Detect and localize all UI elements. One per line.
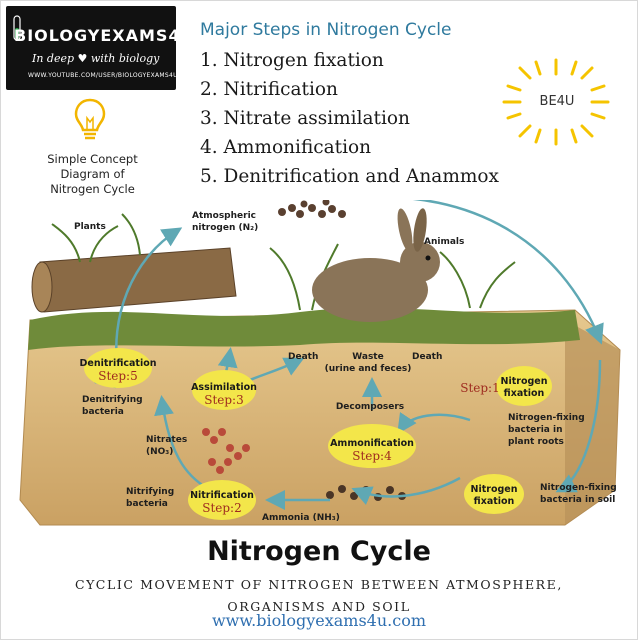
steps-list: 1. Nitrogen fixation 2. Nitrification 3.… [200,46,499,191]
node-assimilation-label: Assimilation [191,382,257,393]
step-item-4: 4. Ammonification [200,137,372,158]
subtitle-line-1: CYCLIC MOVEMENT OF NITROGEN BETWEEN ATMO… [75,577,563,592]
subtitle: CYCLIC MOVEMENT OF NITROGEN BETWEEN ATMO… [60,574,578,618]
rabbit-illustration [312,208,440,322]
node-ammonification-label: Ammonification [330,438,414,449]
label-denitrifying-1: Denitrifying [82,395,143,405]
step-label-3: Step:3 [204,393,244,407]
droppings-top [278,200,346,218]
concept-note: Simple Concept Diagram of Nitrogen Cycle [30,152,155,197]
step-label-2: Step:2 [202,501,242,515]
label-nfb-roots-1: Nitrogen-fixing [508,413,585,423]
website-link[interactable]: www.biologyexams4u.com [211,611,427,630]
logo-channel-url: WWW.YOUTUBE.COM/USER/BIOLOGYEXAMS4U [28,72,178,79]
label-nfb-roots-2: bacteria in [508,425,562,435]
step-label-1: Step:1 [460,381,500,395]
label-atmospheric-1: Atmospheric [192,211,256,221]
label-nfb-soil-1: Nitrogen-fixing [540,483,617,493]
be4u-badge: BE4U [539,94,575,109]
label-nfb-soil-2: bacteria in soil [540,495,615,505]
lightbulb-icon [74,98,106,140]
sun-icon [502,58,610,146]
soil-side [565,320,620,525]
arrow-atmosphere-to-fixation [412,200,604,345]
node-fixation-soil [464,474,524,514]
arrow-soil-to-ammonia [351,476,461,505]
node-fixation-roots-line1: Nitrogen [501,376,548,387]
node-denitrification [84,348,152,388]
label-nfb-roots-3: plant roots [508,437,564,447]
step-item-1: 1. Nitrogen fixation [200,50,384,71]
log-end [31,261,53,313]
main-title: Nitrogen Cycle [207,536,431,567]
label-decomposers: Decomposers [336,402,404,412]
label-death-right: Death [412,352,442,362]
subtitle-line-2: ORGANISMS AND SOIL [227,599,411,614]
test-tube-icon [13,15,21,41]
node-nitrification-label: Nitrification [190,490,254,501]
step-label-5: Step:5 [98,369,138,383]
arrow-fixation-soil [555,359,602,493]
node-nitrification [188,480,256,520]
step-label-4: Step:4 [352,449,392,463]
fallen-log [39,247,237,313]
concept-line-3: Nitrogen Cycle [50,182,135,196]
node-assimilation [192,370,256,410]
plants-group [51,213,516,311]
label-waste-1: Waste [352,352,383,362]
nitrogen-cycle-diagram: Denitrification Step:5 Assimilation Step… [19,200,621,526]
grass-surface [28,308,580,350]
brand-logo: BIOLOGYEXAMS4U In deep ♥ with biology WW… [6,6,194,90]
logo-tagline: In deep ♥ with biology [32,52,160,65]
step-item-5: 5. Denitrification and Anammox [200,166,499,187]
label-death-left: Death [288,352,318,362]
label-plants: Plants [74,222,106,232]
label-atmospheric-2: nitrogen (N₂) [192,223,258,233]
node-ammonification [328,424,416,468]
label-denitrifying-2: bacteria [82,407,124,417]
node-fixation-roots-line2: fixation [504,388,545,399]
label-nitrates-1: Nitrates [146,435,187,445]
nitrate-particles [202,428,250,474]
arrow-roots-to-ammonification [397,411,471,435]
step-item-2: 2. Nitrification [200,79,338,100]
concept-line-2: Diagram of [60,167,125,181]
node-fixation-roots [496,366,552,406]
step-item-3: 3. Nitrate assimilation [200,108,410,129]
label-animals: Animals [424,237,464,247]
label-nitrates-2: (NO₃) [146,447,173,457]
node-fixation-soil-line2: fixation [474,496,515,507]
logo-brand-text: BIOLOGYEXAMS4U [14,26,195,45]
label-nitrifying-2: bacteria [126,499,168,509]
node-fixation-soil-line1: Nitrogen [471,484,518,495]
concept-line-1: Simple Concept [47,152,138,166]
node-denitrification-label: Denitrification [79,358,156,369]
label-waste-2: (urine and feces) [325,364,412,374]
label-nitrifying-1: Nitrifying [126,487,174,497]
steps-heading: Major Steps in Nitrogen Cycle [200,20,452,40]
label-ammonia: Ammonia (NH₃) [262,513,340,523]
